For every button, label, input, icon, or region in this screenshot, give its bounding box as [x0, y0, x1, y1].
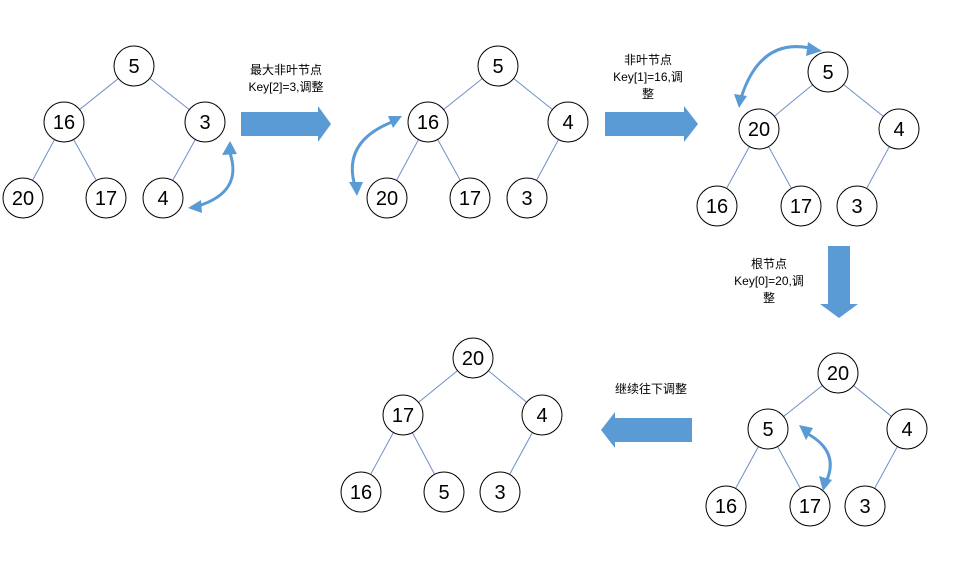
- node-label: 16: [715, 496, 737, 518]
- node-label: 16: [350, 482, 372, 504]
- tree-node: 5: [113, 45, 155, 87]
- node-label: 4: [157, 188, 168, 210]
- tree-node: 5: [423, 471, 465, 513]
- swap-arrow-head: [188, 200, 202, 213]
- swap-arrow: [739, 45, 811, 99]
- swap-arrow-head: [388, 116, 402, 128]
- tree-node: 20: [2, 177, 44, 219]
- node-label: 5: [822, 62, 833, 84]
- caption-line: 整: [641, 87, 654, 101]
- node-label: 17: [790, 196, 812, 218]
- node-label: 4: [893, 119, 904, 141]
- swap-arrow-head: [806, 42, 822, 56]
- node-label: 17: [95, 188, 117, 210]
- node-label: 20: [376, 188, 398, 210]
- swap-arrow-head: [734, 94, 747, 108]
- swap-arrow-head: [799, 425, 813, 440]
- node-label: 4: [901, 419, 912, 441]
- node-label: 5: [492, 56, 503, 78]
- node-label: 5: [128, 56, 139, 78]
- caption-line: 整: [762, 291, 775, 305]
- step-caption-4: 继续往下调整: [596, 381, 706, 398]
- tree-node: 16: [407, 101, 449, 143]
- tree-node: 3: [479, 471, 521, 513]
- step-arrow-left: [601, 412, 692, 448]
- node-label: 20: [462, 348, 484, 370]
- step-arrow-down: [820, 246, 858, 318]
- tree-node: 16: [43, 101, 85, 143]
- node-label: 3: [851, 196, 862, 218]
- tree-node: 17: [780, 185, 822, 227]
- node-label: 16: [53, 112, 75, 134]
- tree-5: 20 17 4 16 5 3: [340, 337, 563, 513]
- node-label: 4: [536, 405, 547, 427]
- tree-node: 4: [521, 394, 563, 436]
- tree-node: 3: [844, 485, 886, 527]
- node-label: 3: [859, 496, 870, 518]
- tree-node: 3: [506, 177, 548, 219]
- step-arrow-right: [605, 106, 698, 142]
- tree-node: 17: [789, 485, 831, 527]
- tree-node: 20: [738, 108, 780, 150]
- node-label: 16: [706, 196, 728, 218]
- tree-node: 3: [836, 185, 878, 227]
- node-label: 17: [392, 405, 414, 427]
- swap-arrow-head: [349, 182, 363, 196]
- tree-3: 5 20 4 16 17 3: [696, 42, 920, 227]
- node-label: 20: [748, 119, 770, 141]
- caption-line: Key[0]=20,调: [734, 274, 804, 288]
- tree-node: 5: [807, 51, 849, 93]
- swap-arrow: [350, 120, 393, 187]
- tree-node: 17: [382, 394, 424, 436]
- caption-line: 非叶节点: [623, 53, 672, 67]
- tree-node: 4: [142, 177, 184, 219]
- tree-2: 5 16 4 20 17 3: [349, 45, 589, 219]
- node-label: 5: [762, 419, 773, 441]
- swap-arrow: [197, 152, 235, 208]
- tree-node: 17: [449, 177, 491, 219]
- node-label: 3: [494, 482, 505, 504]
- node-label: 4: [562, 112, 573, 134]
- swap-arrow-head: [222, 141, 237, 155]
- step-caption-2: 非叶节点 Key[1]=16,调 整: [592, 52, 704, 103]
- tree-node: 5: [747, 408, 789, 450]
- tree-node: 17: [85, 177, 127, 219]
- tree-node: 20: [452, 337, 494, 379]
- tree-node: 20: [817, 352, 859, 394]
- node-label: 3: [521, 188, 532, 210]
- tree-1: 5 16 3 20 17 4: [2, 45, 237, 219]
- tree-node: 4: [878, 108, 920, 150]
- caption-line: 根节点: [750, 257, 787, 271]
- swap-arrow: [807, 432, 832, 483]
- swap-arrow-head: [819, 476, 832, 491]
- tree-node: 4: [547, 101, 589, 143]
- step-arrow-right: [241, 106, 331, 142]
- caption-line: 最大非叶节点: [249, 63, 322, 77]
- node-label: 16: [417, 112, 439, 134]
- node-label: 3: [199, 112, 210, 134]
- tree-node: 20: [366, 177, 408, 219]
- tree-node: 4: [886, 408, 928, 450]
- step-caption-3: 根节点 Key[0]=20,调 整: [714, 256, 824, 307]
- node-label: 17: [799, 496, 821, 518]
- tree-node: 3: [184, 101, 226, 143]
- caption-line: Key[2]=3,调整: [248, 80, 324, 94]
- node-label: 20: [12, 188, 34, 210]
- node-label: 17: [459, 188, 481, 210]
- tree-node: 16: [340, 471, 382, 513]
- node-label: 5: [438, 482, 449, 504]
- step-caption-1: 最大非叶节点 Key[2]=3,调整: [226, 62, 346, 96]
- tree-node: 16: [705, 485, 747, 527]
- caption-line: 继续往下调整: [614, 382, 687, 396]
- caption-line: Key[1]=16,调: [613, 70, 683, 84]
- node-label: 20: [827, 363, 849, 385]
- tree-4: 20 5 4 16 17 3: [705, 352, 928, 527]
- tree-node: 5: [477, 45, 519, 87]
- tree-node: 16: [696, 185, 738, 227]
